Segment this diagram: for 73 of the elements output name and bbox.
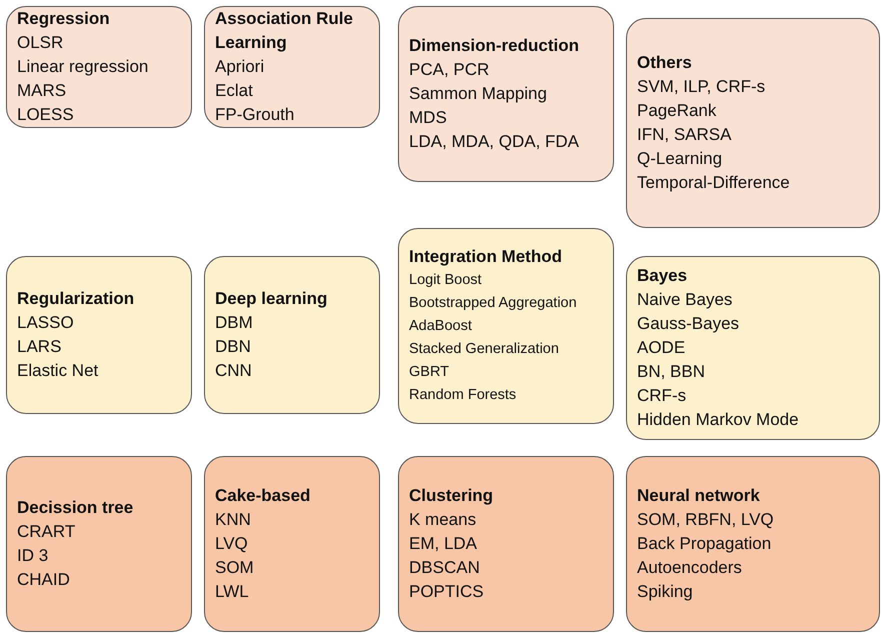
algorithm-name: Q-Learning xyxy=(637,148,722,170)
algorithm-name: PageRank xyxy=(637,100,716,122)
algorithm-name: Stacked Generalization xyxy=(409,340,559,359)
algorithm-name: Logit Boost xyxy=(409,271,482,290)
algorithm-name: DBM xyxy=(215,312,253,334)
algorithm-name: LWL xyxy=(215,581,249,603)
algorithm-name: Bootstrapped Aggregation xyxy=(409,294,577,313)
algorithm-name: Gauss-Bayes xyxy=(637,313,740,335)
algorithm-name: Naive Bayes xyxy=(637,289,732,311)
category-heading: Bayes xyxy=(637,265,688,287)
algorithm-name: Eclat xyxy=(215,80,253,102)
category-heading: Regularization xyxy=(17,288,134,310)
algorithm-name: ID 3 xyxy=(17,545,48,567)
category-box xyxy=(6,6,192,128)
category-box xyxy=(398,6,614,182)
algorithm-name: Apriori xyxy=(215,56,264,78)
category-heading: Cake-based xyxy=(215,485,310,507)
algorithm-name: MDS xyxy=(409,107,447,129)
category-heading: Integration Method xyxy=(409,246,562,268)
algorithm-name: PCA, PCR xyxy=(409,59,490,81)
algorithm-name: EM, LDA xyxy=(409,533,478,555)
algorithm-name: AdaBoost xyxy=(409,317,472,336)
category-box xyxy=(398,228,614,424)
algorithm-name: Autoencoders xyxy=(637,557,742,579)
algorithm-name: Back Propagation xyxy=(637,533,772,555)
algorithm-name: LARS xyxy=(17,336,62,358)
algorithm-name: MARS xyxy=(17,80,66,102)
algorithm-name: Elastic Net xyxy=(17,360,98,382)
algorithm-name: FP-Grouth xyxy=(215,104,294,126)
algorithm-name: SOM xyxy=(215,557,254,579)
algorithm-name: LOESS xyxy=(17,104,74,126)
category-heading: Association Rule Learning xyxy=(215,8,354,54)
algorithm-name: Spiking xyxy=(637,581,693,603)
algorithm-name: K means xyxy=(409,509,476,531)
algorithm-name: CNN xyxy=(215,360,252,382)
category-box xyxy=(626,456,880,632)
algorithm-name: LASSO xyxy=(17,312,74,334)
category-box xyxy=(204,456,380,632)
category-heading: Regression xyxy=(17,8,110,30)
category-box xyxy=(626,256,880,440)
category-box xyxy=(6,456,192,632)
algorithm-name: LDA, MDA, QDA, FDA xyxy=(409,131,580,153)
category-heading: Others xyxy=(637,52,692,74)
algorithm-name: DBSCAN xyxy=(409,557,480,579)
category-heading: Clustering xyxy=(409,485,494,507)
algorithm-name: BN, BBN xyxy=(637,361,706,383)
category-heading: Decission tree xyxy=(17,497,134,519)
algorithm-name: CRF-s xyxy=(637,385,686,407)
category-heading: Deep learning xyxy=(215,288,328,310)
category-box xyxy=(6,256,192,414)
category-box xyxy=(398,456,614,632)
algorithm-name: POPTICS xyxy=(409,581,484,603)
algorithm-name: SVM, ILP, CRF-s xyxy=(637,76,766,98)
category-box xyxy=(204,6,380,128)
algorithm-name: AODE xyxy=(637,337,686,359)
algorithm-name: CRART xyxy=(17,521,76,543)
category-heading: Neural network xyxy=(637,485,760,507)
category-box xyxy=(204,256,380,414)
algorithm-name: GBRT xyxy=(409,363,450,382)
algorithm-name: DBN xyxy=(215,336,251,358)
algorithm-name: Temporal-Difference xyxy=(637,172,790,194)
algorithm-name: OLSR xyxy=(17,32,64,54)
algorithm-name: Hidden Markov Mode xyxy=(637,409,799,431)
category-box xyxy=(626,18,880,228)
algorithm-name: Linear regression xyxy=(17,56,148,78)
algorithm-name: Random Forests xyxy=(409,386,516,405)
algorithm-name: IFN, SARSA xyxy=(637,124,732,146)
algorithm-name: KNN xyxy=(215,509,251,531)
algorithm-name: CHAID xyxy=(17,569,70,591)
algorithm-name: SOM, RBFN, LVQ xyxy=(637,509,774,531)
category-heading: Dimension-reduction xyxy=(409,35,580,57)
algorithm-name: LVQ xyxy=(215,533,248,555)
algorithm-name: Sammon Mapping xyxy=(409,83,547,105)
